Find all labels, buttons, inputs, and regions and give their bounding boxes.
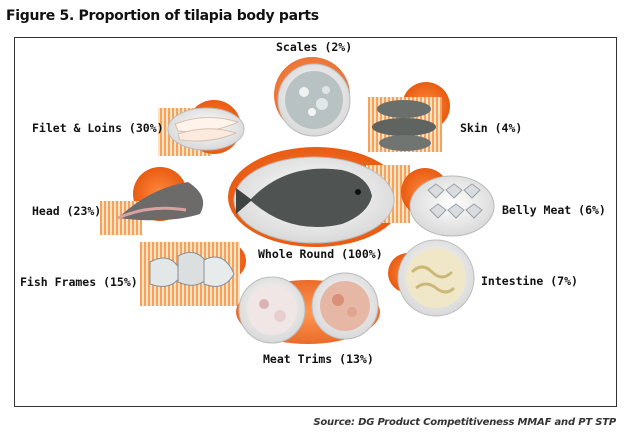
label-whole-round: Whole Round (100%) <box>258 247 383 261</box>
filet-image <box>158 100 245 156</box>
label-head: Head (23%) <box>32 204 102 218</box>
label-intestine: Intestine (7%) <box>481 274 578 288</box>
figure-title: Figure 5. Proportion of tilapia body par… <box>6 8 319 24</box>
label-fish-frames: Fish Frames (15%) <box>20 275 138 289</box>
label-skin: Skin (4%) <box>460 121 523 135</box>
label-scales: Scales (2%) <box>276 40 353 54</box>
fish-frames-image <box>140 242 246 306</box>
meat-trims-image <box>236 272 380 344</box>
label-meat-trims: Meat Trims (13%) <box>263 352 374 366</box>
source-note: Source: DG Product Competitiveness MMAF … <box>313 417 616 428</box>
scales-image <box>274 57 351 137</box>
label-belly-meat: Belly Meat (6%) <box>502 203 606 217</box>
label-filet-loins: Filet & Loins (30%) <box>32 121 164 135</box>
whole-round-image <box>228 147 410 247</box>
belly-meat-image <box>401 168 495 237</box>
head-image <box>100 167 204 235</box>
intestine-image <box>388 239 475 317</box>
skin-image <box>368 82 450 152</box>
